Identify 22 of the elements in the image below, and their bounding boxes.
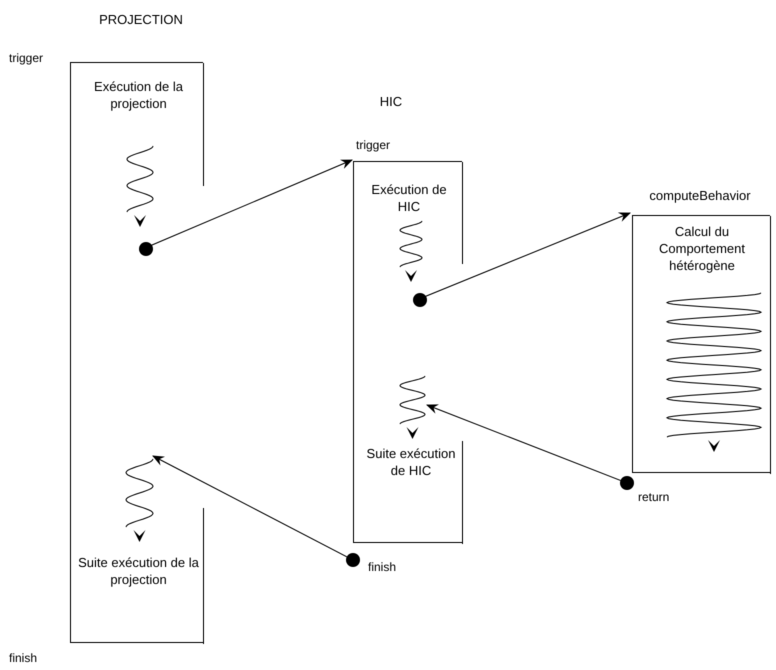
port-label: finish (9, 651, 38, 665)
box-title: HIC (378, 93, 404, 110)
arrow (152, 456, 348, 558)
box-title: PROJECTION (98, 11, 184, 28)
wavy-arrow (123, 457, 156, 543)
arrow (426, 404, 621, 481)
wavy-arrow (664, 291, 764, 453)
port-label: trigger (9, 51, 44, 65)
wavy-arrow (397, 219, 425, 283)
port-label: trigger (356, 138, 390, 152)
activity-text: Calcul du Comportement hétérogène (658, 223, 746, 274)
activity-text: Suite exécution de la projection (77, 554, 200, 588)
port-label: finish (368, 560, 396, 574)
port-label: return (638, 490, 670, 504)
activity-text: Exécution de la projection (93, 78, 184, 112)
wavy-arrow (397, 374, 428, 440)
arrow (150, 160, 353, 246)
box-title: computeBehavior (648, 187, 752, 204)
wavy-arrow (124, 144, 156, 228)
activity-text: Exécution de HIC (370, 181, 448, 215)
arrow (424, 212, 631, 297)
activity-text: Suite exécution de HIC (366, 445, 456, 479)
